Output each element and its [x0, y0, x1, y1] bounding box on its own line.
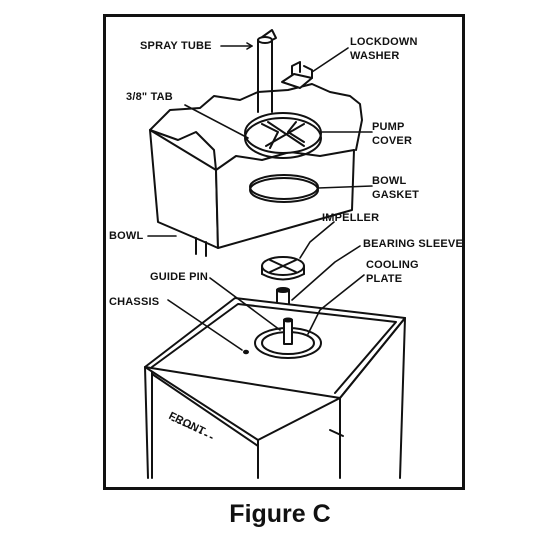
guide-pin-leader — [209, 277, 281, 331]
cooling-plate-leader — [307, 274, 365, 335]
label-bowl-gasket-line1: BOWL — [372, 175, 407, 187]
tab-leader — [184, 104, 249, 139]
impeller — [261, 256, 305, 281]
bowl-gasket — [249, 174, 319, 203]
label-bowl-gasket-line2: GASKET — [372, 189, 420, 201]
bowl-gasket-leader — [317, 185, 373, 189]
lockdown-washer-leader — [311, 47, 349, 73]
label-bearing-sleeve: BEARING SLEEVE — [363, 238, 463, 250]
impeller-leader — [299, 221, 335, 259]
label-tab: 3/8" TAB — [126, 91, 173, 103]
chassis-body — [144, 297, 406, 479]
label-lockdown-line2: WASHER — [350, 50, 400, 62]
label-spray-tube: SPRAY TUBE — [140, 40, 212, 52]
spray-tube — [257, 29, 277, 113]
front-underline — [171, 419, 213, 439]
bearing-sleeve-leader — [291, 245, 361, 301]
label-guide-pin: GUIDE PIN — [150, 271, 209, 283]
label-pump-cover-line1: PUMP — [372, 121, 405, 133]
bowl-body — [149, 83, 363, 257]
figure-frame — [103, 14, 465, 490]
label-pump-cover-line2: COVER — [372, 135, 413, 147]
chassis-leader — [167, 299, 243, 351]
figure-caption: Figure C — [229, 500, 331, 528]
label-cooling-plate-line1: COOLING — [366, 259, 419, 271]
label-impeller: IMPELLER — [322, 212, 380, 224]
label-bowl: BOWL — [109, 230, 144, 242]
lockdown-washer — [281, 61, 313, 89]
label-cooling-plate-line2: PLATE — [366, 273, 403, 285]
label-chassis: CHASSIS — [109, 296, 160, 308]
leader-lines — [147, 42, 373, 351]
spray-tube-arrow — [246, 42, 253, 50]
pump-cover — [244, 112, 322, 159]
label-lockdown-line1: LOCKDOWN — [350, 36, 418, 48]
